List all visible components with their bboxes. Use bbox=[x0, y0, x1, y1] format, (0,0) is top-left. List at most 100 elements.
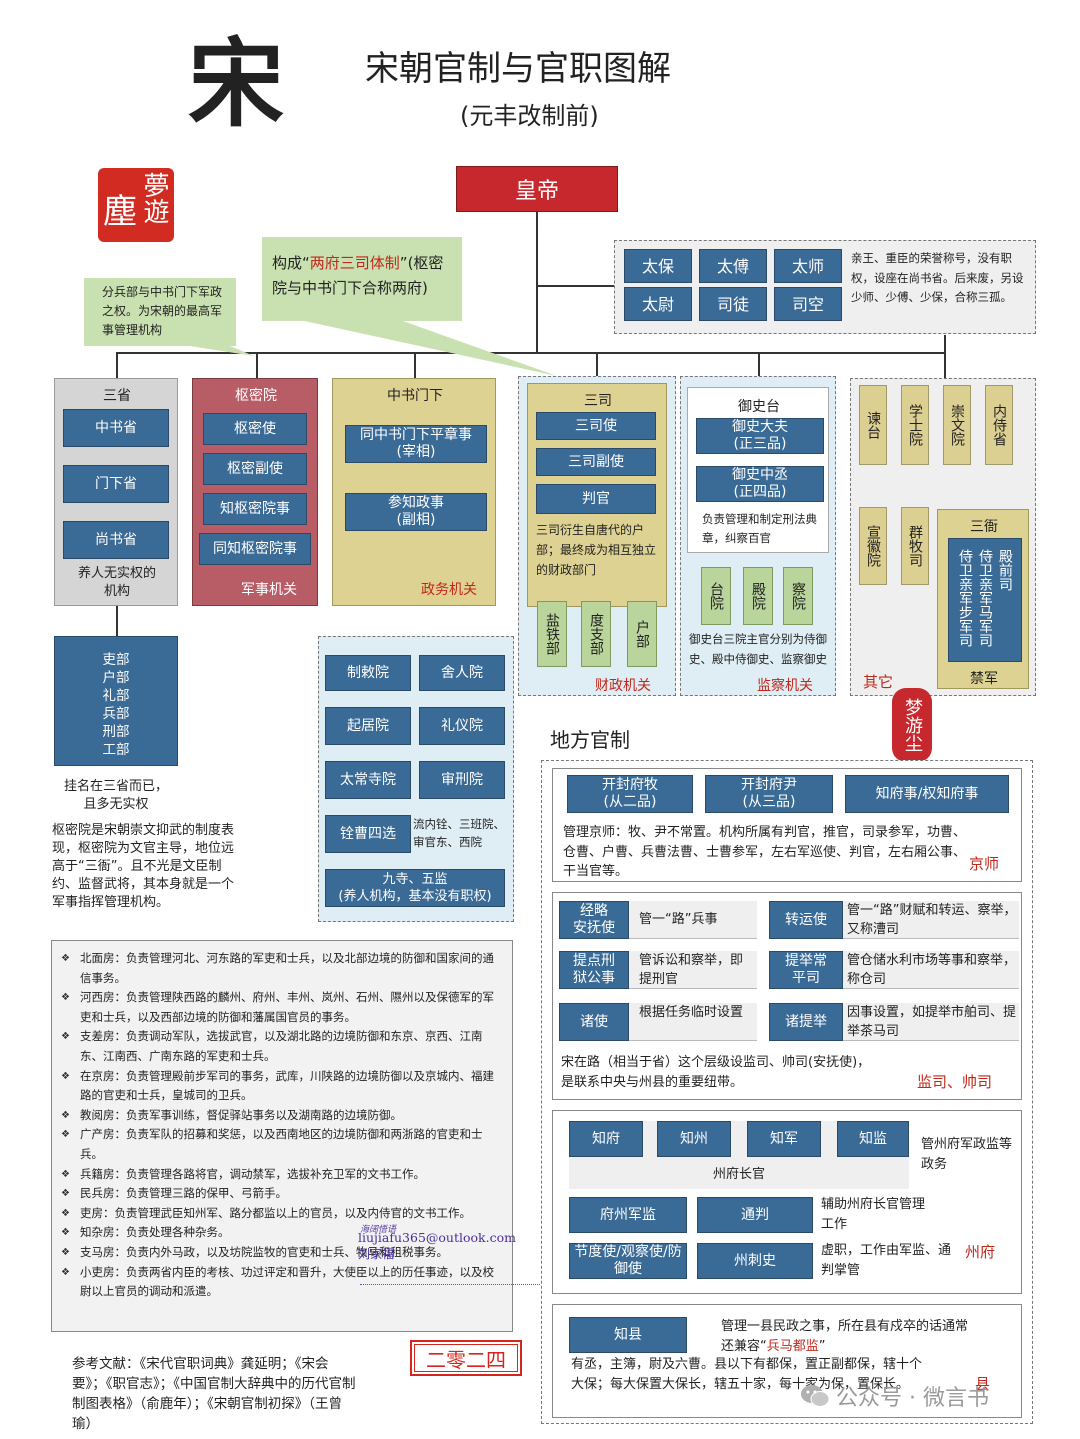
watermark-name: 刘家福 bbox=[358, 1247, 395, 1261]
zhi-xian: 知县 bbox=[569, 1317, 687, 1353]
year-stamp: 二零二四 bbox=[410, 1340, 522, 1376]
zhou-cishi: 州刺史 bbox=[697, 1243, 813, 1279]
county-label: 县 bbox=[975, 1375, 991, 1393]
title-sikong: 司空 bbox=[774, 287, 842, 321]
hu-bu: 户部 bbox=[627, 601, 657, 667]
note-item: 知杂房：负责处理各种杂务。 bbox=[54, 1223, 502, 1243]
zhi-jun: 知军 bbox=[747, 1121, 821, 1157]
zhou-label: 州府 bbox=[965, 1243, 996, 1261]
liyi-yuan: 礼仪院 bbox=[419, 707, 505, 745]
note-item: 兵籍房：负责管理各路将官，调动禁军，选拔补充卫军的文书工作。 bbox=[54, 1165, 502, 1185]
other-organ-label: 其它 bbox=[863, 673, 894, 691]
chongwen-yuan: 崇文院 bbox=[943, 385, 971, 465]
tongzhi-shumiyuan-shi: 同知枢密院事 bbox=[199, 533, 311, 565]
dian-yuan: 殿院 bbox=[743, 567, 773, 625]
seal-stamp-top: 夢遊 塵 bbox=[98, 168, 174, 242]
ministry-gong: 工部 bbox=[102, 742, 130, 758]
jiedu-guancha-fangyu: 节度使/观察使/防御使 bbox=[569, 1243, 687, 1279]
connector-line bbox=[116, 352, 946, 354]
callout-text: ”(枢密院与中书门下合称两府) bbox=[272, 254, 444, 297]
note-item: 教阅房：负责军事训练，督促驿站事务以及湖南路的边境防御。 bbox=[54, 1106, 502, 1126]
zhuanyun-desc: 管一“路”财赋和转运、察举，又称漕司 bbox=[847, 903, 1017, 937]
tongpan: 通判 bbox=[697, 1197, 813, 1233]
zhushi-desc-cell bbox=[629, 1003, 757, 1041]
tidian-desc-cell bbox=[629, 951, 757, 989]
shumi-departments-notes: 北面房：负责管理河北、河东路的军吏和士兵，以及北部边境的防御和国家间的通信事务。… bbox=[51, 940, 513, 1332]
yushi-zhongcheng: 御史中丞 (正四品) bbox=[696, 466, 824, 502]
page-subtitle: (元丰改制前) bbox=[460, 102, 599, 130]
zhi-fu: 知府 bbox=[569, 1121, 643, 1157]
callout-pointers bbox=[190, 320, 557, 376]
county-text-1: 管理一县民政之事，所在县有戍卒的话通常还兼容“兵马都监” bbox=[721, 1317, 971, 1356]
connector-line bbox=[414, 352, 416, 378]
jinglue-anfu-shi: 经略 安抚使 bbox=[559, 901, 629, 939]
local-gov-title: 地方官制 bbox=[550, 728, 630, 752]
sansi-note: 三司衍生自唐代的户部；最终成为相互独立的财政部门 bbox=[536, 523, 657, 577]
yushi-outer: 御史台 御史大夫 (正三品) 御史中丞 (正四品) 负责管理和制定刑法典章，纠察… bbox=[680, 376, 836, 696]
zhi-jian: 知监 bbox=[837, 1121, 909, 1157]
connector-line bbox=[256, 352, 258, 378]
yantie-bu: 盐铁部 bbox=[537, 601, 567, 667]
capital-label: 京师 bbox=[969, 855, 1000, 873]
changping-desc-cell bbox=[843, 951, 1019, 989]
sanya-panel: 三衙 侍卫亲军步军司 侍卫亲军马军司 殿前司 禁军 bbox=[937, 509, 1029, 689]
jinglue-desc-cell bbox=[629, 901, 757, 939]
duzhi-bu: 度支部 bbox=[581, 601, 611, 667]
tai-yuan: 台院 bbox=[701, 567, 731, 625]
zhichi-yuan: 制敕院 bbox=[325, 655, 411, 691]
note-item: 支差房：负责调动军队，选拔武官，以及湖北路的边境防御和东京、京西、江南东、江南西… bbox=[54, 1027, 502, 1066]
ministry-xing: 刑部 bbox=[102, 724, 130, 740]
kaifeng-mu: 开封府牧 (从二品) bbox=[567, 775, 693, 813]
finance-organ-label: 财政机关 bbox=[595, 678, 651, 694]
other-panel: 谏台 学士院 崇文院 内侍省 宣徽院 群牧司 三衙 侍卫亲军步军司 侍卫亲军马军… bbox=[850, 378, 1036, 696]
capital-text: 管理京师：牧、尹不常置。机构所属有判官，推官，司录参军，功曹、仓曹、户曹、兵曹法… bbox=[563, 825, 967, 879]
kaifeng-yin: 开封府尹 (从三品) bbox=[705, 775, 833, 813]
note-item: 小吏房：负责两省内臣的考核、功过评定和晋升，大使臣以上的历任事迹，以及校尉以上官… bbox=[54, 1263, 502, 1302]
zhuanyun-shi: 转运使 bbox=[769, 901, 843, 939]
quancao-sixuan: 铨曹四选 bbox=[325, 815, 411, 853]
zhongshu-menxia-title: 中书门下 bbox=[387, 388, 443, 404]
shumi-shi: 枢密使 bbox=[203, 413, 307, 445]
fuzhou-junjian: 府州军监 bbox=[569, 1197, 687, 1233]
note-item: 在京房：负责管理殿前步军司的事务，武库，川陕路的边境防御以及京城内、福建路的官吏… bbox=[54, 1067, 502, 1106]
note-item: 民兵房：负责管理三路的保甲、弓箭手。 bbox=[54, 1184, 502, 1204]
sansi-panguan: 判官 bbox=[536, 484, 656, 514]
watermark-dotted-line bbox=[360, 1284, 540, 1285]
military-organ-label: 军事机关 bbox=[241, 582, 297, 598]
tidian-xingyu: 提点刑 狱公事 bbox=[559, 951, 629, 989]
six-ministries-note: 挂名在三省而已，且多无实权 bbox=[63, 779, 168, 812]
supervision-organ-label: 监察机关 bbox=[757, 678, 813, 694]
zhongshu-sheng: 中书省 bbox=[63, 409, 169, 447]
zhou-mid-note: 辅助州府长官管理工作 bbox=[821, 1197, 926, 1232]
connector-line bbox=[596, 352, 598, 380]
connector-line bbox=[116, 606, 118, 636]
title-taibao: 太保 bbox=[624, 249, 692, 283]
ministry-hu: 户部 bbox=[102, 670, 130, 686]
cha-yuan: 察院 bbox=[783, 567, 813, 625]
ministry-li: 吏部 bbox=[102, 652, 130, 668]
wechat-watermark: 公众号 · 微言书 bbox=[800, 1376, 989, 1416]
callout-highlight: 两府三司体制 bbox=[309, 254, 400, 272]
lu-text: 宋在路（相当于省）这个层级设监司、帅司(安抚使)，是联系中央与州县的重要纽带。 bbox=[561, 1055, 871, 1090]
yushi-title: 御史台 bbox=[738, 399, 780, 415]
dynasty-character: 宋 bbox=[188, 27, 284, 140]
xueshi-yuan: 学士院 bbox=[901, 385, 929, 465]
honorary-note: 亲王、重臣的荣誉称号，没有职权，设座在尚书省。后来废，另设少师、少傅、少保，合称… bbox=[851, 251, 1024, 304]
sansi-shi: 三司使 bbox=[536, 412, 656, 440]
zhi-shumiyuan-shi: 知枢密院事 bbox=[203, 493, 307, 525]
dianqian-si: 殿前司 bbox=[997, 549, 1013, 591]
seal-stamp-mid: 梦游尘 bbox=[892, 688, 932, 762]
yushi-note: 负责管理和制定刑法典章，纠察百官 bbox=[702, 512, 817, 545]
wechat-label: 公众号 · 微言书 bbox=[836, 1386, 989, 1411]
zhi-zhou: 知州 bbox=[657, 1121, 731, 1157]
yushi-yuan-note: 御史台三院主官分别为侍御史、殿中侍御史、监察御史 bbox=[689, 632, 827, 666]
sanya-majun-si: 侍卫亲军马军司 bbox=[977, 549, 993, 647]
callout-text: 构成“ bbox=[272, 254, 310, 272]
shangshu-sheng: 尚书省 bbox=[63, 521, 169, 559]
note-item: 河西房：负责管理陕西路的麟州、府州、丰州、岚州、石州、隰州以及保德军的军吏和士兵… bbox=[54, 988, 502, 1027]
jian-tai: 谏台 bbox=[859, 385, 887, 465]
sheren-yuan: 舍人院 bbox=[419, 655, 505, 691]
zhi-fu-shi: 知府事/权知府事 bbox=[845, 775, 1009, 813]
sanya-title: 三衙 bbox=[970, 519, 998, 535]
note-item: 吏房：负责管理武臣知州军、路分都监以上的官员，以及内侍官的文书工作。 bbox=[54, 1204, 502, 1224]
